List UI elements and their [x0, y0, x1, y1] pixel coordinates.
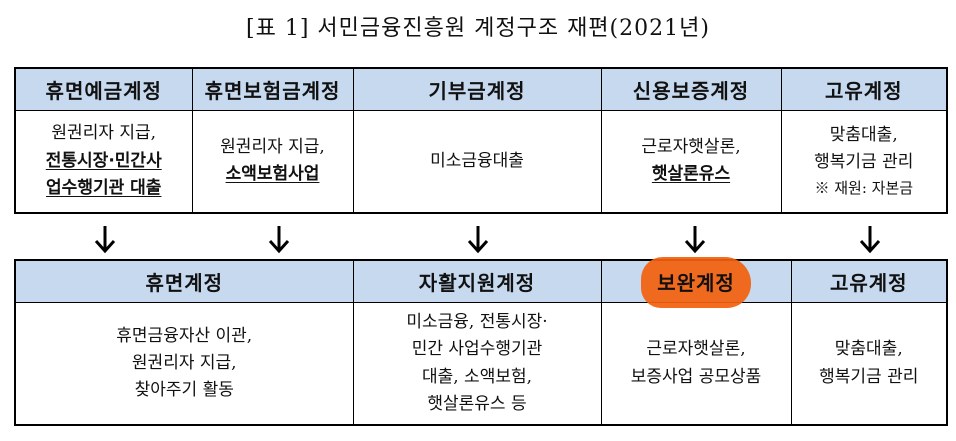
cell-line: 휴면금융자산 이관, — [116, 325, 253, 346]
cell-line-emphasis: 전통시장·민간사 — [45, 150, 162, 171]
cell-line: 근로자햇살론, — [641, 137, 741, 158]
header-dormant-account: 휴면계정 — [14, 259, 354, 303]
cell-line: 보증사업 공모상품 — [630, 366, 762, 387]
cell-line: 햇살론유스 등 — [427, 393, 527, 414]
cell-dormant-deposit-usage: 원권리자 지급, 전통시장·민간사 업수행기관 대출 — [14, 109, 193, 214]
cell-line: 원권리자 지급, — [220, 137, 325, 158]
cell-credit-guarantee-usage: 근로자햇살론, 햇살론유스 — [600, 109, 782, 214]
header-dormant-insurance-account: 휴면보험금계정 — [191, 67, 354, 111]
down-arrow-icon — [467, 226, 489, 254]
highlight-mark: 보완계정 — [641, 257, 751, 308]
cell-line: 미소금융, 전통시장· — [406, 312, 548, 333]
header-supplementary-account: 보완계정 — [600, 257, 792, 308]
table-title: [표 1] 서민금융진흥원 계정구조 재편(2021년) — [246, 16, 710, 41]
cell-line: 찾아주기 활동 — [134, 380, 234, 401]
supplementary-account-label: 보완계정 — [657, 271, 735, 295]
header-self-support-account: 자활지원계정 — [352, 259, 602, 303]
cell-line: 원권리자 지급, — [51, 123, 157, 144]
highlight-blob — [641, 257, 751, 308]
cell-own-account-usage: 맞춤대출, 행복기금 관리 ※ 재원: 자본금 — [780, 109, 948, 214]
cell-line: 맞춤대출, — [834, 339, 903, 360]
header-credit-guarantee-account: 신용보증계정 — [600, 67, 782, 111]
cell-dormant-insurance-usage: 원권리자 지급, 소액보험사업 — [191, 109, 354, 214]
cell-self-support-usage: 미소금융, 전통시장· 민간 사업수행기관 대출, 소액보험, 햇살론유스 등 — [352, 302, 602, 426]
cell-line: 대출, 소액보험, — [421, 366, 533, 387]
cell-note: ※ 재원: 자본금 — [814, 179, 914, 198]
cell-donation-usage: 미소금융대출 — [352, 109, 602, 214]
cell-supplementary-usage: 근로자햇살론, 보증사업 공모상품 — [600, 302, 792, 426]
cell-line: 맞춤대출, — [829, 125, 898, 146]
cell-line-emphasis: 소액보험사업 — [225, 164, 320, 185]
cell-dormant-account-usage: 휴면금융자산 이관, 원권리자 지급, 찾아주기 활동 — [14, 302, 354, 426]
cell-own-account-new-usage: 맞춤대출, 행복기금 관리 — [790, 302, 948, 426]
current-account-table: 휴면예금계정 휴면보험금계정 기부금계정 신용보증계정 고유계정 원권리자 지급… — [14, 67, 948, 214]
down-arrow-icon — [268, 226, 290, 254]
cell-line: 민간 사업수행기관 — [411, 339, 543, 360]
header-dormant-deposit-account: 휴면예금계정 — [14, 67, 193, 111]
header-donation-account: 기부금계정 — [352, 67, 602, 111]
cell-line: 미소금융대출 — [430, 150, 524, 171]
cell-line: 행복기금 관리 — [814, 152, 914, 173]
cell-line: 원권리자 지급, — [131, 352, 237, 373]
down-arrow-icon — [94, 226, 116, 254]
transition-arrows — [0, 222, 956, 258]
cell-line: 근로자햇살론, — [646, 339, 746, 360]
down-arrow-icon — [859, 226, 881, 254]
header-own-account: 고유계정 — [780, 67, 948, 111]
reorganized-account-table: 휴면계정 자활지원계정 보완계정 고유계정 휴면금융자산 이관, 원권리자 지급… — [14, 257, 948, 426]
down-arrow-icon — [684, 226, 706, 254]
cell-line-emphasis: 업수행기관 대출 — [46, 177, 162, 198]
cell-line: 행복기금 관리 — [819, 366, 919, 387]
header-own-account-new: 고유계정 — [790, 259, 948, 303]
cell-line-emphasis: 햇살론유스 — [651, 164, 731, 185]
